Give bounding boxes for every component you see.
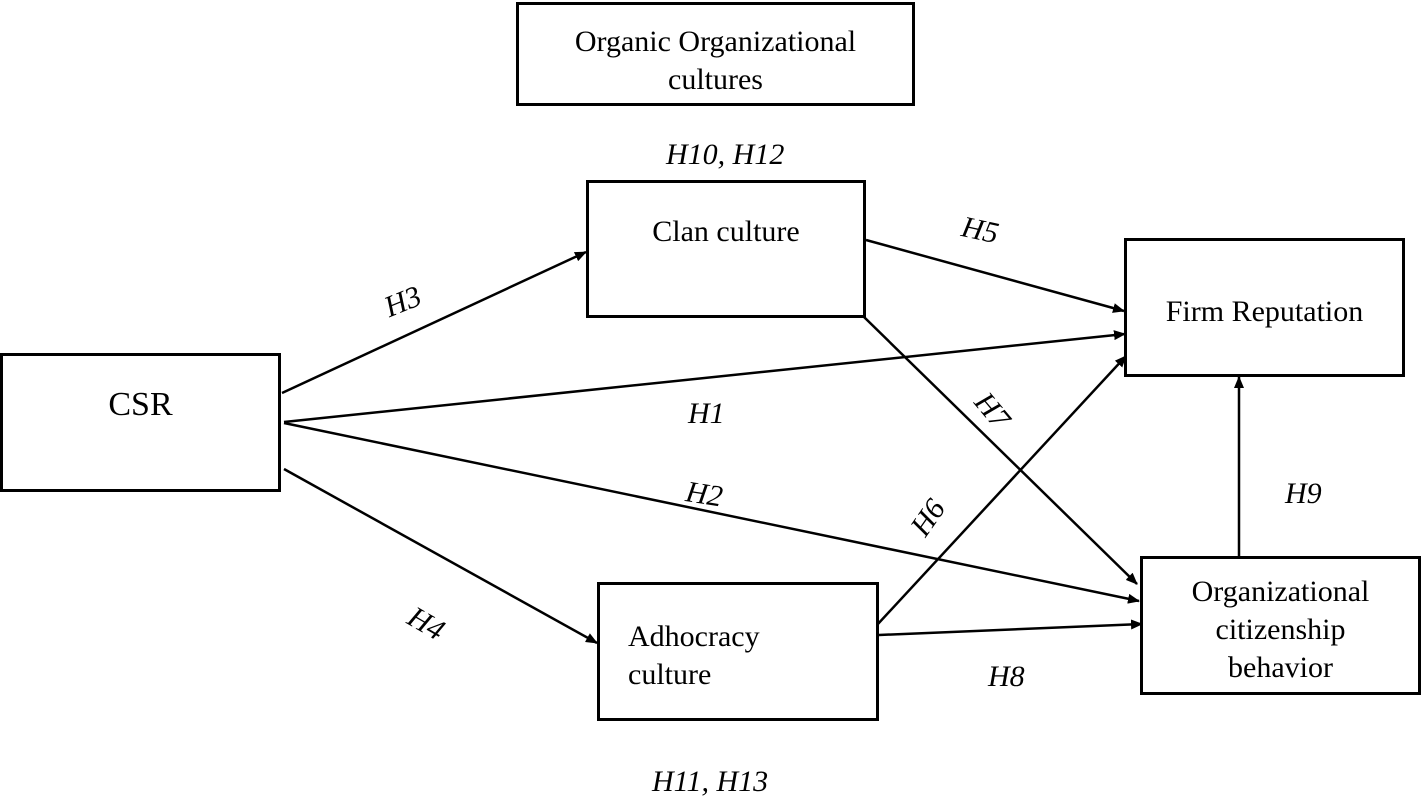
clan-culture-box: Clan culture bbox=[586, 180, 866, 318]
adhocracy-culture-label: Adhocracy culture bbox=[628, 620, 760, 691]
label-h2: H2 bbox=[683, 475, 725, 514]
label-h11-h13: H11, H13 bbox=[652, 765, 769, 798]
label-h10-h12: H10, H12 bbox=[666, 138, 785, 171]
arrow-csr-adhocracy bbox=[283, 467, 598, 645]
organic-cultures-label: Organic Organizational cultures bbox=[574, 25, 857, 96]
arrow-adhocracy-ocb bbox=[878, 619, 1143, 637]
firm-reputation-box: Firm Reputation bbox=[1124, 238, 1405, 377]
label-h9: H9 bbox=[1285, 477, 1322, 510]
arrow-clan-firm bbox=[865, 238, 1125, 313]
label-h8: H8 bbox=[988, 660, 1025, 693]
csr-box: CSR bbox=[0, 353, 281, 492]
csr-label: CSR bbox=[108, 386, 173, 423]
arrow-csr-ocb bbox=[283, 421, 1140, 604]
label-h1: H1 bbox=[688, 397, 725, 430]
arrow-csr-firm bbox=[283, 330, 1126, 424]
label-h5: H5 bbox=[958, 210, 1002, 251]
ocb-label: Organizational citizenship behavior bbox=[1191, 575, 1370, 684]
organic-cultures-box: Organic Organizational cultures bbox=[516, 2, 915, 106]
adhocracy-culture-box: Adhocracy culture bbox=[597, 582, 879, 721]
arrow-adhocracy-firm bbox=[876, 355, 1127, 626]
clan-culture-label: Clan culture bbox=[652, 215, 800, 248]
ocb-box: Organizational citizenship behavior bbox=[1140, 556, 1421, 695]
arrow-csr-clan bbox=[281, 250, 587, 395]
firm-reputation-label: Firm Reputation bbox=[1165, 295, 1364, 328]
arrow-clan-ocb bbox=[863, 316, 1138, 585]
